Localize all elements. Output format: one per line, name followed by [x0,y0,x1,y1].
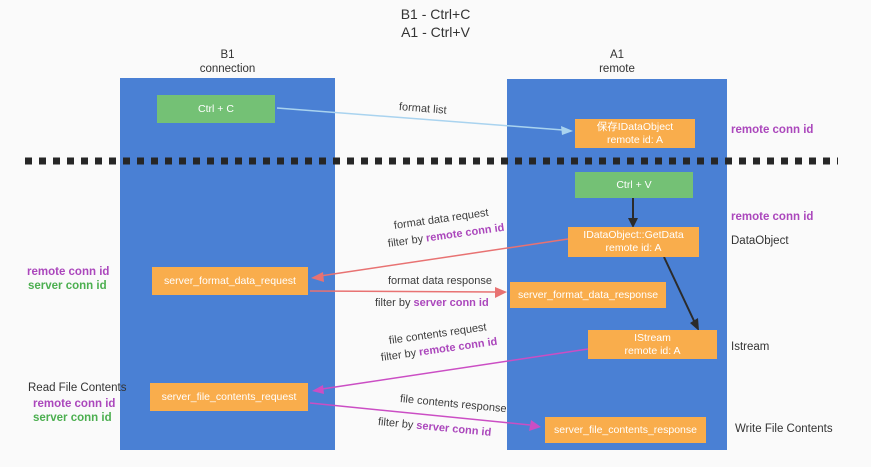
node-save-idataobject-line2: remote id: A [606,133,664,146]
filter-server-conn-id: server conn id [415,419,492,439]
format-data-response-arrow-line [309,290,498,293]
node-save-idataobject-line1: 保存IDataObject [596,120,674,133]
filter-by-prefix: filter by [377,416,417,432]
filter-server-conn-id: server conn id [413,297,489,309]
node-istream: IStream remote id: A [588,330,717,359]
side-label-remote-conn-id-left2: remote conn id [33,398,116,410]
node-ctrl-c: Ctrl + C [157,95,275,123]
edge-label-format-list: format list [398,101,448,117]
side-label-read-file-contents: Read File Contents [28,382,127,394]
side-label-dataobject: DataObject [731,235,789,247]
node-server-file-contents-response: server_file_contents_response [545,417,706,443]
format-data-response-arrowhead [495,287,507,298]
node-idataobject-getdata: IDataObject::GetData remote id: A [568,227,699,257]
node-istream-line2: remote id: A [624,344,681,357]
side-label-write-file-contents: Write File Contents [735,423,833,435]
node-server-format-data-request-label: server_format_data_request [164,274,296,287]
lane-a1-name: A1 [609,49,625,61]
diagram-title-line2: A1 - Ctrl+V [401,24,470,40]
lane-header-b1: B1 connection [120,48,335,76]
side-label-remote-conn-id-left1: remote conn id [27,266,110,278]
lane-header-a1: A1 remote [507,48,727,76]
lane-b1-subtitle: connection [199,63,256,75]
node-server-format-data-request: server_format_data_request [152,267,308,295]
node-server-file-contents-response-label: server_file_contents_response [553,423,697,436]
node-idataobject-getdata-line2: remote id: A [605,242,662,254]
edge-label-filter-server-1: filter by server conn id [375,297,489,309]
edge-label-format-data-response: format data response [388,275,492,287]
node-istream-line1: IStream [634,331,671,344]
node-server-file-contents-request-label: server_file_contents_request [161,390,297,403]
side-label-remote-conn-id-mid: remote conn id [731,211,814,223]
node-server-file-contents-request: server_file_contents_request [150,383,308,411]
side-label-istream: Istream [731,341,770,353]
filter-by-prefix: filter by [380,346,420,364]
node-server-format-data-response: server_format_data_response [510,282,666,308]
edge-label-filter-server-2: filter by server conn id [377,416,491,439]
edge-label-file-contents-response: file contents response [399,393,508,416]
node-ctrl-v: Ctrl + V [575,172,693,198]
side-label-server-conn-id-left1: server conn id [28,280,107,292]
side-label-server-conn-id-left2: server conn id [33,412,112,424]
lane-a1-subtitle: remote [599,63,635,75]
diagram-title: B1 - Ctrl+C A1 - Ctrl+V [0,5,871,41]
node-save-idataobject: 保存IDataObject remote id: A [575,119,695,148]
node-server-format-data-response-label: server_format_data_response [517,288,659,301]
filter-by-prefix: filter by [387,232,427,250]
lane-b1-name: B1 [220,49,235,61]
node-idataobject-getdata-line1: IDataObject::GetData [583,229,684,241]
diagram-title-line1: B1 - Ctrl+C [400,6,471,22]
node-ctrl-c-label: Ctrl + C [198,102,234,115]
filter-by-prefix: filter by [375,297,414,309]
side-label-remote-conn-id-top: remote conn id [731,124,814,136]
node-ctrl-v-label: Ctrl + V [616,178,652,191]
